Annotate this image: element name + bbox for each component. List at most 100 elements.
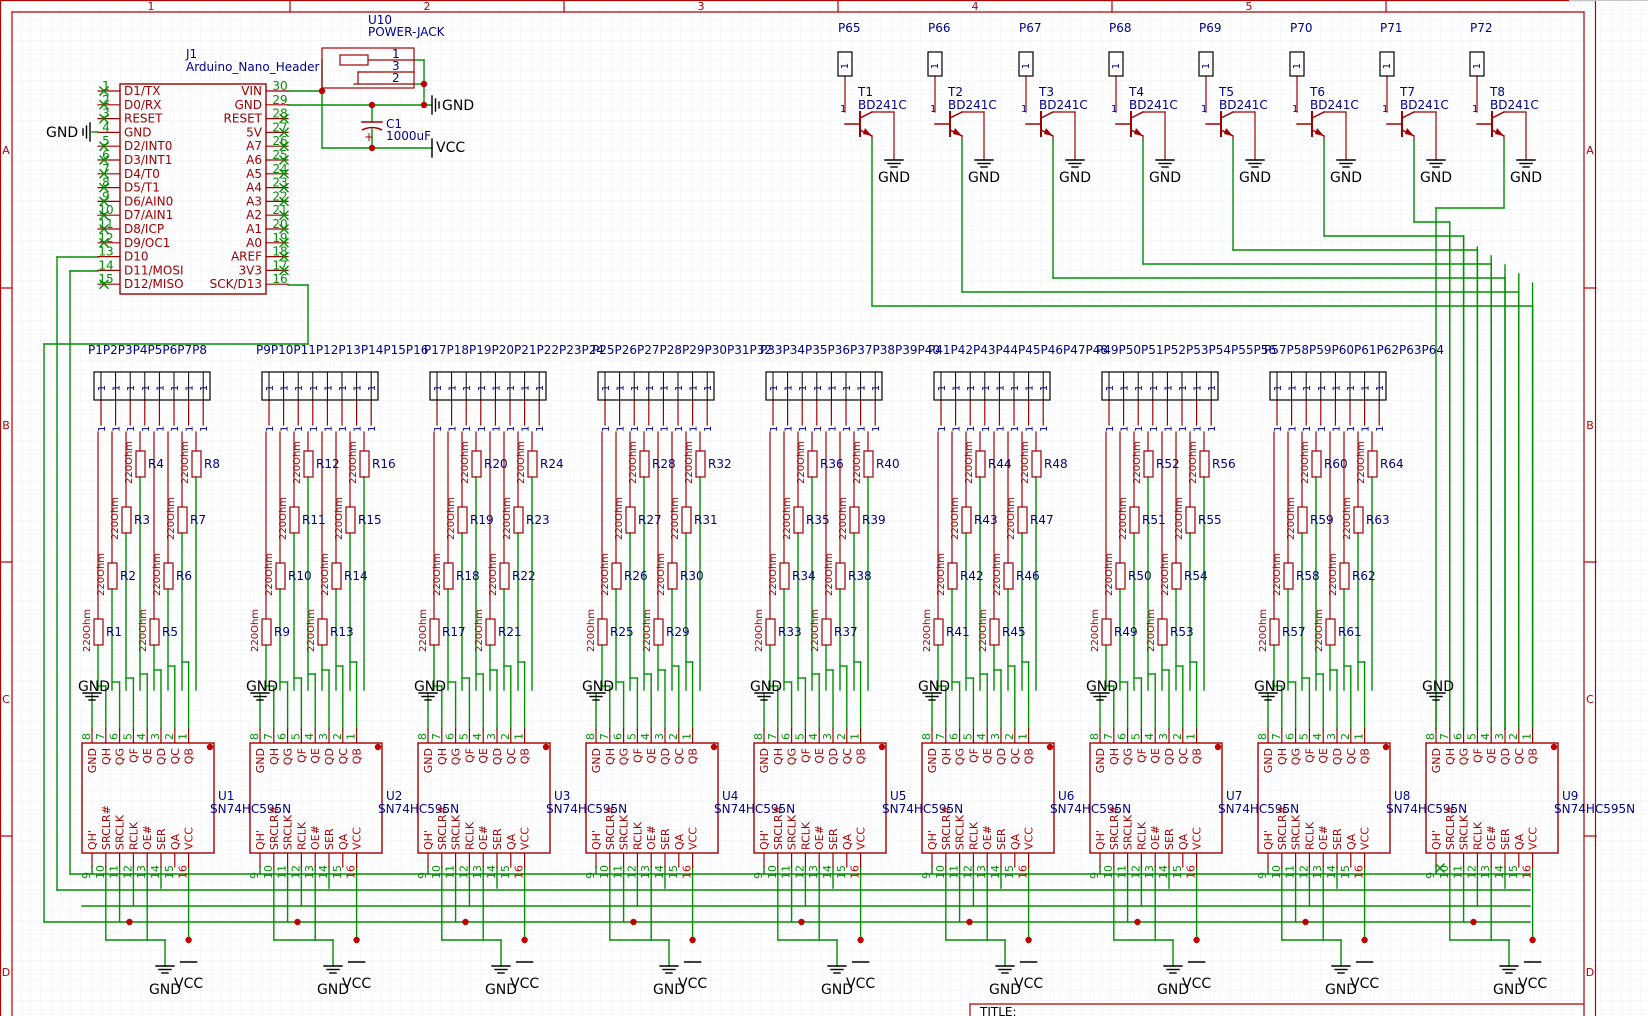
header-pin-number: 1: [645, 385, 656, 391]
header-pin-number: 1: [1120, 385, 1131, 391]
no-connect-mark: [99, 86, 109, 96]
arduino-pin-name: D5/T1: [124, 181, 160, 195]
header-pin-number: 1: [1361, 385, 1372, 391]
chip-pin-name: SER: [1331, 828, 1344, 850]
transistor-header-box: [1108, 51, 1124, 77]
capacitor-value: 1000uF: [386, 129, 431, 143]
junction-dot: [462, 918, 469, 926]
resistor-value: 220Ohm: [1314, 609, 1325, 652]
junction-dot: [521, 936, 528, 944]
chip-pin-name: SRCLR#: [436, 805, 449, 850]
arduino-pin-name: D7/AIN1: [124, 208, 173, 222]
chip-pin-number: 6: [780, 733, 793, 740]
resistor-value: 220Ohm: [488, 553, 499, 596]
chip-pin-number: 7: [766, 733, 779, 740]
arduino-pin-name: D1/TX: [124, 84, 160, 98]
chip-pin-name: SRCLR#: [1276, 805, 1289, 850]
resistor-value: 220Ohm: [320, 553, 331, 596]
chip-pin-name: QE: [1317, 748, 1330, 764]
frame-row-label: B: [2, 419, 10, 432]
resistor-body: [107, 562, 118, 590]
chip-pin-number: 3: [653, 733, 666, 740]
shift-register-part: SN74HC595N: [378, 802, 459, 816]
chip-pin-name: SRCLR#: [940, 805, 953, 850]
no-connect-mark: [99, 224, 109, 234]
chip-pin-number: 5: [793, 733, 806, 740]
chip-pin-name: QD: [1499, 748, 1512, 765]
resistor-body: [191, 450, 202, 478]
resistor-ref: R53: [1170, 625, 1194, 639]
arduino-pin-name: 5V: [246, 125, 263, 139]
arduino-pin-number: 22: [272, 189, 287, 203]
chip-pin-name: QG: [450, 748, 463, 765]
no-connect-mark: [279, 127, 289, 138]
chip-pin-name: QG: [282, 748, 295, 765]
chip-pin-name: QH: [100, 748, 113, 765]
chip-pin-name: QG: [1458, 748, 1471, 765]
transistor-part: BD241C: [1039, 98, 1088, 112]
resistor-ref: R58: [1296, 569, 1320, 583]
header-pin-number: 1: [353, 426, 364, 432]
chip-pin-name: GND: [86, 748, 99, 773]
shift-register-part: SN74HC595N: [210, 802, 291, 816]
chip-pin-name: RCLK: [127, 821, 140, 850]
resistor-ref: R2: [120, 569, 136, 583]
header-pin-number: 1: [1178, 385, 1189, 391]
wire-layer: [43, 59, 1534, 967]
chip-pin-number: 12: [457, 865, 470, 879]
chip-pin-number: 6: [444, 733, 457, 740]
transistor-ref: T3: [1038, 85, 1054, 99]
header-pin-number: 1: [857, 426, 868, 432]
chip-pin-number: 9: [752, 872, 765, 879]
resistor-body: [975, 450, 986, 478]
transistor-ref: T2: [947, 85, 963, 99]
chip-pin-number: 14: [653, 865, 666, 879]
no-connect-mark: [279, 196, 289, 207]
gnd-net-label: GND: [1086, 679, 1118, 695]
arduino-pin-number: 1: [102, 79, 110, 93]
chip-pin-name: GND: [590, 748, 603, 773]
chip-pin-number: 6: [1116, 733, 1129, 740]
chip-pin-name: QF: [295, 748, 308, 763]
resistor-body: [289, 506, 300, 534]
transistor-collector: [1311, 111, 1325, 119]
gnd-net-label: GND: [821, 982, 853, 998]
transistor-header-ref: P70: [1290, 21, 1313, 35]
resistor-ref: R29: [666, 625, 690, 639]
header-pin-number: 1: [265, 426, 276, 432]
resistor-ref: R28: [652, 457, 676, 471]
chip-pin-number: 2: [499, 733, 512, 740]
chip-pin-number: 11: [948, 865, 961, 879]
header-pin-number: 1: [462, 426, 473, 432]
header-pin-number: 1: [1346, 426, 1357, 432]
resistor-body: [681, 506, 692, 534]
pin1-marker: [1214, 743, 1222, 751]
pin1-marker: [1046, 743, 1054, 751]
gnd-net-label: GND: [968, 170, 1000, 186]
chip-pin-number: 6: [612, 733, 625, 740]
transistor-arrow: [1134, 128, 1143, 136]
chip-pin-number: 4: [1479, 733, 1492, 740]
resistor-value: 220Ohm: [152, 553, 163, 596]
resistor-ref: R11: [302, 513, 326, 527]
chip-pin-number: 11: [1452, 865, 1465, 879]
gnd-net-label: GND: [485, 982, 517, 998]
chip-pin-name: QC: [673, 748, 686, 765]
header-pin-number: 1: [840, 63, 851, 69]
header-pin-number: 1: [112, 385, 123, 391]
header-pin-number: 1: [535, 385, 546, 391]
chip-pin-number: 12: [961, 865, 974, 879]
junction-dot: [126, 918, 133, 926]
chip-pin-name: QE: [309, 748, 322, 764]
chip-pin-name: QC: [1009, 748, 1022, 765]
resistor-ref: R5: [162, 625, 178, 639]
chip-pin-number: 13: [807, 865, 820, 879]
header-pin-number: 1: [798, 426, 809, 432]
resistor-body: [933, 618, 944, 646]
resistor-value: 220Ohm: [754, 609, 765, 652]
resistor-value: 220Ohm: [96, 553, 107, 596]
chip-pin-name: RCLK: [631, 821, 644, 850]
no-connect-mark: [99, 168, 109, 179]
arduino-pin-number: 5: [102, 134, 110, 148]
chip-pin-number: 12: [793, 865, 806, 879]
